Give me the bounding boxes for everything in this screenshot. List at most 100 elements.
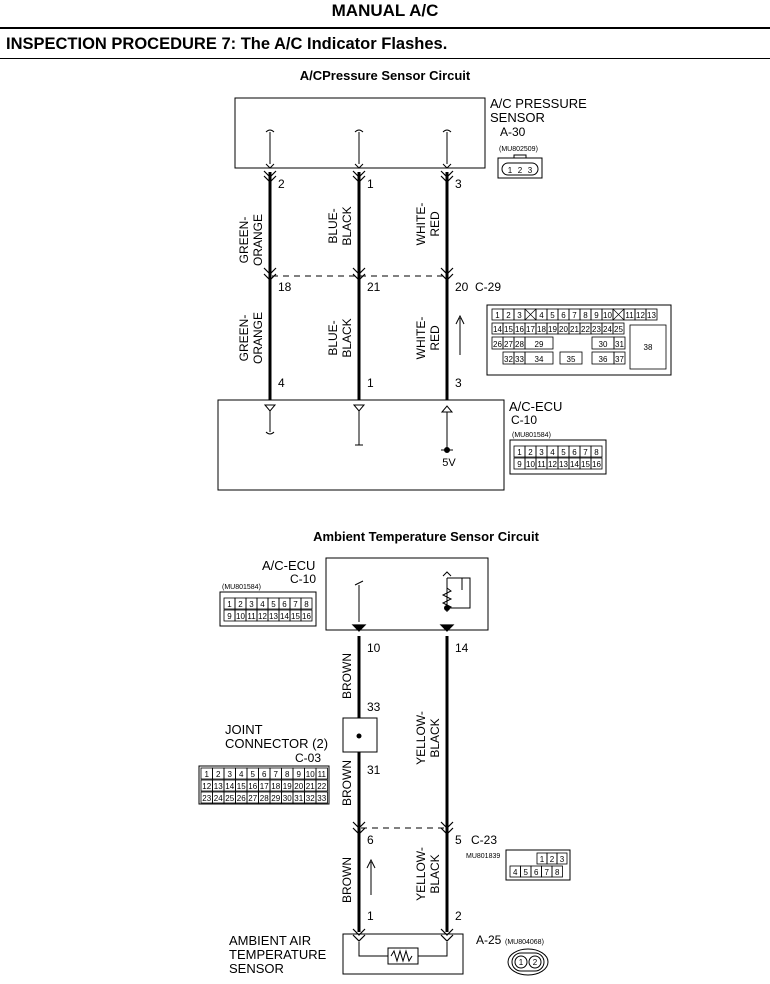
connector-cell [590,457,603,470]
wire-color-label: WHITE- [414,317,428,360]
connector-pin-label: 27 [248,794,257,803]
connector-pin-label: 11 [247,612,256,621]
connector-pin-label: 15 [291,612,300,621]
ambient-sensor-pin: 2 [533,958,538,967]
wire-color-label: BLACK [340,206,354,245]
pressure-sensor-connector: 1 2 3 [497,154,543,179]
pin-label: 10 [367,641,381,655]
connector-pin-label: 25 [614,325,623,334]
connector-pin-label: 23 [202,794,211,803]
connector-outline [198,765,330,805]
connector-pin-label: 5 [271,600,276,609]
connector-pin-label: 1 [205,770,210,779]
connector-cell [559,351,583,365]
connector-pin-label: 2 [528,448,533,457]
connector-pin-label: 22 [581,325,590,334]
wire-color-label: BROWN [340,760,354,806]
connector-cell [551,865,563,878]
connector-pin-label: 8 [555,868,560,877]
connector-cell [524,336,554,350]
pin-label: 14 [455,641,469,655]
pressure-sensor-label-2: SENSOR [490,110,545,125]
ecu-part-1: (MU801584) [512,432,551,439]
pin-label: 33 [367,700,381,714]
pin-label: 3 [455,177,462,191]
connector-pin-label: 1 [495,311,500,320]
connector-pin-label: 7 [274,770,279,779]
pressure-sensor-pin: 3 [528,166,533,175]
connector-pin-label: 18 [537,325,546,334]
current-arrow-2 [366,858,376,895]
connector-pin-label: 13 [269,612,278,621]
connector-pin-label: 2 [506,311,511,320]
wire-color-label: GREEN- [237,217,251,264]
ambient-sensor-label-2: TEMPERATURE [229,947,327,962]
connector-cell [315,791,328,804]
circuit2-title: Ambient Temperature Sensor Circuit [313,529,540,544]
connector-pin-label: 24 [214,794,223,803]
joint-connector-box [342,717,378,753]
connector-pin-label: 14 [225,782,234,791]
circuit2-wires [357,636,449,932]
connector-pin-label: 31 [294,794,303,803]
connector-pin-label: 3 [560,855,565,864]
wire-color-label: BLACK [340,318,354,357]
ambient-sensor-connector: 1 2 [507,948,549,976]
connector-pin-label: 19 [548,325,557,334]
connector-pin-label: 9 [517,460,522,469]
connector-pin-label: 26 [237,794,246,803]
connector-pin-label: 4 [260,600,265,609]
connector-pin-label: 34 [535,355,544,364]
ecu2-internal [354,571,471,622]
c23-part: MU801839 [466,853,500,860]
ecu-box-2 [325,557,489,631]
connector-pin-label: 12 [258,612,267,621]
wire-color-label: RED [428,325,442,351]
pin-label: 1 [367,376,374,390]
connector-pin-label: 14 [570,460,579,469]
pin-label: 2 [455,909,462,923]
connector-pin-label: 35 [567,355,576,364]
connector-pin-label: 15 [581,460,590,469]
ambient-sensor-id: A-25 [476,933,502,947]
connector-pin-label: 16 [302,612,311,621]
procedure-title: INSPECTION PROCEDURE 7: The A/C Indicato… [6,35,448,53]
connector-pin-label: 6 [262,770,267,779]
circuit1-wires [268,172,449,400]
wire-color-label: YELLOW- [414,847,428,901]
connector-pin-label: 3 [517,311,522,320]
connector-pin-label: 16 [515,325,524,334]
connector-pin-label: 7 [545,868,550,877]
circuit2-chevrons [351,624,455,942]
connector-outline [505,849,571,881]
connector-pin-label: 38 [644,343,653,352]
connector-cell [613,351,626,365]
connector-pin-label: 3 [228,770,233,779]
connector-cell [556,852,568,865]
wire-color-label: BLACK [428,718,442,757]
joint-connector-id: C-03 [295,751,321,765]
connector-pin-label: 27 [504,340,513,349]
c29-id: C-29 [475,280,501,294]
wire-color-label: BROWN [340,653,354,699]
wire-color-label: RED [428,211,442,237]
connector-pin-label: 12 [636,311,645,320]
pressure-sensor-label-1: A/C PRESSURE [490,96,587,111]
connector-pin-label: 21 [306,782,315,791]
connector-pin-label: 4 [239,770,244,779]
connector-pin-label: 29 [535,340,544,349]
pin-label: 20 [455,280,469,294]
connector-pin-label: 23 [592,325,601,334]
connector-pin-label: 8 [594,448,599,457]
joint-connector-label-2: CONNECTOR (2) [225,736,328,751]
connector-pin-label: 17 [260,782,269,791]
connector-outline [486,304,672,376]
connector-pin-label: 5 [251,770,256,779]
connector-pin-label: 14 [280,612,289,621]
connector-pin-label: 22 [317,782,326,791]
pin-label: 2 [278,177,285,191]
connector-pin-label: 9 [594,311,599,320]
connector-cell [315,767,328,780]
connector-pin-label: 10 [236,612,245,621]
